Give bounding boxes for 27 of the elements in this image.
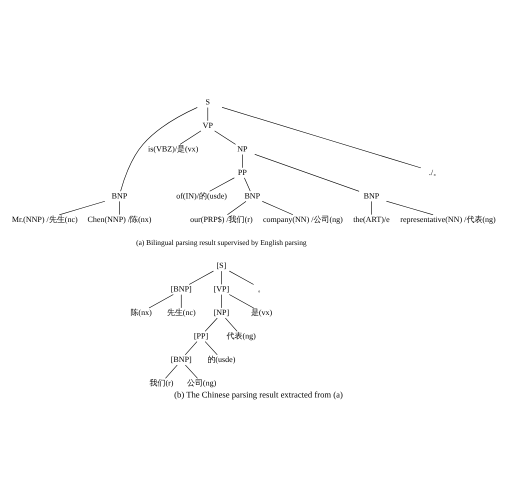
connector xyxy=(184,341,198,356)
connector xyxy=(244,178,251,192)
connector xyxy=(204,318,218,332)
connector xyxy=(222,107,422,168)
connector xyxy=(209,178,235,192)
connector xyxy=(242,154,243,168)
connector xyxy=(185,364,198,379)
connector xyxy=(180,130,202,145)
connector xyxy=(221,294,222,308)
connector xyxy=(386,200,434,216)
connector xyxy=(227,201,246,216)
connector xyxy=(180,294,182,308)
connector xyxy=(148,294,174,308)
connector xyxy=(371,201,372,215)
connector xyxy=(188,270,214,285)
connector xyxy=(221,270,222,285)
connector xyxy=(225,318,238,332)
connector xyxy=(229,294,254,308)
connector xyxy=(204,341,218,356)
connector xyxy=(165,364,178,379)
connector xyxy=(254,154,360,192)
connector xyxy=(59,200,106,216)
caption: (b) The Chinese parsing result extracted from (a) xyxy=(174,390,343,400)
connector xyxy=(120,107,198,192)
connector xyxy=(262,200,294,216)
connector xyxy=(229,270,254,285)
connector xyxy=(214,130,236,145)
